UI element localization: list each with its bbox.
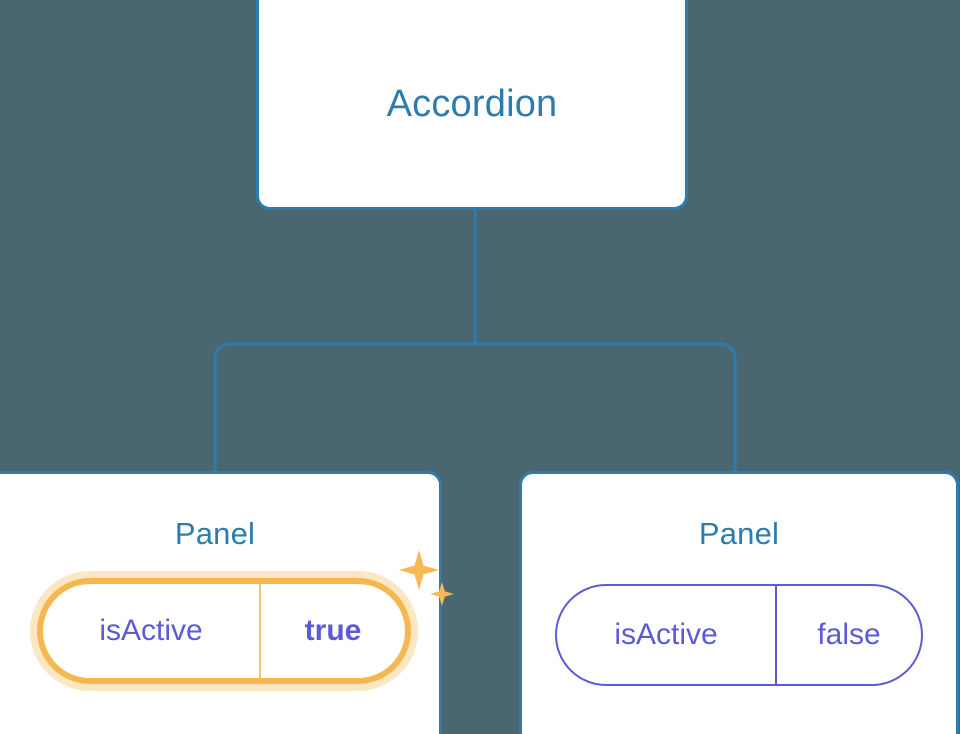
prop-pill-isactive-true[interactable]: isActive true xyxy=(37,578,411,684)
prop-pill-isactive-false[interactable]: isActive false xyxy=(555,584,923,686)
prop-key: isActive xyxy=(43,584,261,678)
tree-node-accordion[interactable]: Accordion xyxy=(256,0,688,210)
prop-key: isActive xyxy=(557,586,777,684)
tree-node-panel-inactive[interactable]: Panel isActive false xyxy=(519,471,959,734)
prop-value: true xyxy=(304,614,362,647)
node-title: Accordion xyxy=(386,82,558,125)
prop-pill-container: isActive true xyxy=(37,550,454,684)
node-title: Panel xyxy=(698,516,780,551)
connector-branch-bus xyxy=(213,342,737,472)
tree-node-panel-active[interactable]: Panel isActive true xyxy=(0,471,454,734)
node-title: Panel xyxy=(174,516,256,551)
prop-value: false xyxy=(817,618,881,651)
prop-pill-container: isActive false xyxy=(555,584,923,686)
